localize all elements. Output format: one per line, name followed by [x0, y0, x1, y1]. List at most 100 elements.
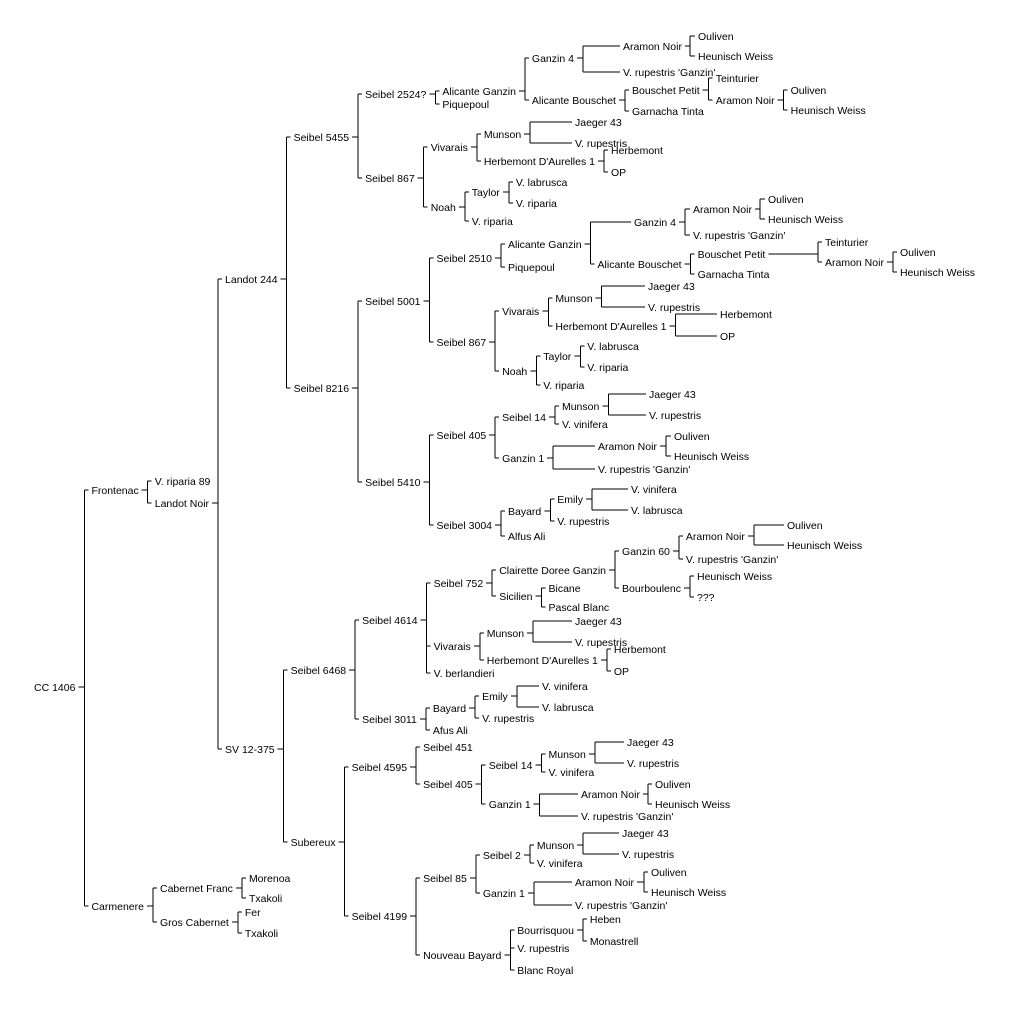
node-label-seibel-405: Seibel 405 [437, 430, 487, 442]
node-label-v-rupestris: V. rupestris [557, 516, 609, 528]
node-label-seibel-8216: Seibel 8216 [294, 383, 350, 395]
node-label-munson: Munson [487, 628, 525, 640]
node-label-herbemont: Herbemont [720, 309, 772, 321]
node-label-alicante-ganzin: Alicante Ganzin [508, 239, 582, 251]
node-label-munson: Munson [549, 749, 587, 761]
node-label-jaeger-43: Jaeger 43 [627, 737, 674, 749]
node-label-seibel-451: Seibel 451 [423, 742, 473, 754]
node-label-bouschet-petit: Bouschet Petit [698, 249, 766, 261]
node-label-herbemont-d-aurelles-1: Herbemont D'Aurelles 1 [484, 156, 595, 168]
node-label-ouliven: Ouliven [900, 247, 936, 259]
node-label-munson: Munson [555, 293, 593, 305]
node-label-v-riparia: V. riparia [472, 216, 513, 228]
node-label-teinturier: Teinturier [716, 73, 760, 85]
node-label-seibel-3004: Seibel 3004 [437, 520, 493, 532]
node-label-seibel-2510: Seibel 2510 [437, 253, 493, 265]
node-label-piquepoul: Piquepoul [508, 262, 555, 274]
node-label-op: OP [614, 666, 629, 678]
node-label-jaeger-43: Jaeger 43 [622, 828, 669, 840]
node-label-v-rupestris-ganzin: V. rupestris 'Ganzin' [623, 67, 715, 79]
node-label-landot-244: Landot 244 [225, 274, 278, 286]
node-label-taylor: Taylor [472, 187, 501, 199]
node-label-heunisch-weiss: Heunisch Weiss [698, 51, 773, 63]
node-label-seibel-4199: Seibel 4199 [352, 911, 408, 923]
node-label-afus-ali: Afus Ali [433, 725, 468, 737]
node-label-seibel-5410: Seibel 5410 [365, 477, 421, 489]
node-label-herbemont-d-aurelles-1: Herbemont D'Aurelles 1 [487, 655, 598, 667]
node-label-jaeger-43: Jaeger 43 [575, 117, 622, 129]
pedigree-edges [78, 35, 897, 971]
node-label-v-riparia: V. riparia [516, 198, 557, 210]
node-label-v-rupestris: V. rupestris [622, 849, 674, 861]
node-label-heunisch-weiss: Heunisch Weiss [697, 571, 772, 583]
node-label-v-vinifera: V. vinifera [562, 419, 608, 431]
node-label-v-labrusca: V. labrusca [542, 702, 594, 714]
node-label-seibel-6468: Seibel 6468 [291, 665, 347, 677]
node-label-v-labrusca: V. labrusca [631, 505, 683, 517]
node-label-teinturier: Teinturier [825, 237, 869, 249]
node-label-ouliven: Ouliven [698, 31, 734, 43]
node-label-vivarais: Vivarais [434, 641, 471, 653]
node-label-cc-1406: CC 1406 [34, 682, 76, 694]
node-label-ouliven: Ouliven [651, 867, 687, 879]
node-label-seibel-867: Seibel 867 [437, 337, 487, 349]
node-label-heunisch-weiss: Heunisch Weiss [651, 887, 726, 899]
node-label-pascal-blanc: Pascal Blanc [548, 602, 609, 614]
node-label-v-riparia-89: V. riparia 89 [155, 476, 211, 488]
node-label-heunisch-weiss: Heunisch Weiss [900, 267, 975, 279]
node-label-seibel-752: Seibel 752 [434, 578, 484, 590]
node-label-v-labrusca: V. labrusca [516, 177, 568, 189]
node-label-ganzin-1: Ganzin 1 [483, 888, 525, 900]
node-label-aramon-noir: Aramon Noir [716, 95, 775, 107]
node-label-heunisch-weiss: Heunisch Weiss [768, 214, 843, 226]
node-label-v-labrusca: V. labrusca [587, 341, 639, 353]
node-label-bouschet-petit: Bouschet Petit [632, 85, 700, 97]
node-label-v-rupestris-ganzin: V. rupestris 'Ganzin' [598, 464, 690, 476]
node-label-herbemont: Herbemont [614, 644, 666, 656]
node-label-v-rupestris: V. rupestris [648, 302, 700, 314]
node-label-munson: Munson [537, 840, 575, 852]
node-label-emily: Emily [482, 691, 508, 703]
node-label-heunisch-weiss: Heunisch Weiss [787, 540, 862, 552]
node-label-garnacha-tinta: Garnacha Tinta [698, 269, 770, 281]
node-label-garnacha-tinta: Garnacha Tinta [632, 106, 704, 118]
node-label-seibel-5455: Seibel 5455 [294, 132, 350, 144]
node-label-v-berlandieri: V. berlandieri [434, 668, 495, 680]
node-label-herbemont-d-aurelles-1: Herbemont D'Aurelles 1 [555, 321, 666, 333]
node-label-ganzin-1: Ganzin 1 [489, 799, 531, 811]
node-label-aramon-noir: Aramon Noir [598, 441, 657, 453]
node-label-herbemont: Herbemont [611, 145, 663, 157]
node-label-clairette-doree-ganzin: Clairette Doree Ganzin [499, 565, 606, 577]
node-label-noah: Noah [431, 202, 456, 214]
node-label-landot-noir: Landot Noir [155, 498, 210, 510]
node-label-aramon-noir: Aramon Noir [623, 41, 682, 53]
node-label-v-vinifera: V. vinifera [537, 858, 583, 870]
node-label-v-rupestris: V. rupestris [649, 410, 701, 422]
node-label-heunisch-weiss: Heunisch Weiss [791, 105, 866, 117]
node-label-ganzin-60: Ganzin 60 [622, 546, 670, 558]
node-label-alicante-bouschet: Alicante Bouschet [598, 259, 682, 271]
node-label-blanc-royal: Blanc Royal [517, 965, 573, 977]
node-label-v-rupestris: V. rupestris [575, 138, 627, 150]
node-label-gros-cabernet: Gros Cabernet [160, 917, 229, 929]
node-label-aramon-noir: Aramon Noir [575, 877, 634, 889]
node-label-v-vinifera: V. vinifera [542, 681, 588, 693]
node-label-sicilien: Sicilien [499, 591, 532, 603]
node-label-op: OP [611, 167, 626, 179]
node-label-munson: Munson [562, 401, 600, 413]
node-label-op: OP [720, 331, 735, 343]
node-label-emily: Emily [557, 494, 583, 506]
node-label-alicante-ganzin: Alicante Ganzin [442, 86, 516, 98]
node-label-aramon-noir: Aramon Noir [825, 257, 884, 269]
node-label-aramon-noir: Aramon Noir [686, 531, 745, 543]
node-label-piquepoul: Piquepoul [442, 99, 489, 111]
node-label-seibel-85: Seibel 85 [423, 873, 467, 885]
node-label-txakoli: Txakoli [245, 928, 278, 940]
node-label-carmenere: Carmenere [91, 901, 144, 913]
node-label-ganzin-1: Ganzin 1 [502, 453, 544, 465]
node-label-heben: Heben [590, 914, 621, 926]
node-label-cabernet-franc: Cabernet Franc [160, 883, 233, 895]
node-label-v-rupestris-ganzin: V. rupestris 'Ganzin' [575, 900, 667, 912]
